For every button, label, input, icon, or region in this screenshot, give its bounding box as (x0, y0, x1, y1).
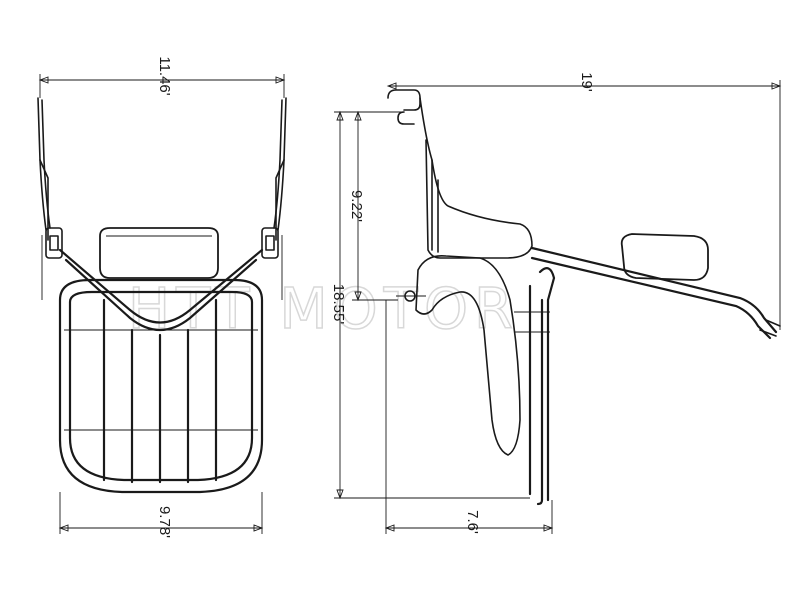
backrest-pad (99, 227, 219, 279)
seat-pad (620, 233, 709, 281)
dim-side-top: 19' (386, 72, 782, 330)
dim-side-bottom: 7.6' (384, 300, 554, 534)
dim-label: 9.22' (348, 190, 365, 222)
dim-label: 11.46' (156, 56, 173, 95)
front-view: 11.46' 9.78' (37, 56, 287, 538)
side-mount-brackets (45, 227, 279, 259)
dim-front-top: 11.46' (38, 56, 286, 98)
side-plate (396, 254, 521, 456)
rack-side-rails (514, 267, 556, 506)
windshield (37, 97, 287, 300)
dim-label: 9.78' (156, 506, 173, 538)
side-view: 19' 18.55' 9.22' 7.6' (330, 72, 782, 534)
dim-label: 18.55' (330, 284, 347, 325)
dim-side-height-upper: 9.22' (348, 110, 398, 302)
support-arm (530, 246, 781, 340)
luggage-rack (58, 278, 264, 494)
watermark: HTT MOTOR (128, 277, 519, 342)
dim-front-bottom: 9.78' (58, 492, 264, 538)
backrest-upright (419, 97, 533, 259)
dim-label: 19' (578, 72, 595, 92)
dim-side-height-total: 18.55' (330, 110, 530, 500)
dim-label: 7.6' (464, 510, 481, 534)
mount-hook (380, 89, 421, 125)
